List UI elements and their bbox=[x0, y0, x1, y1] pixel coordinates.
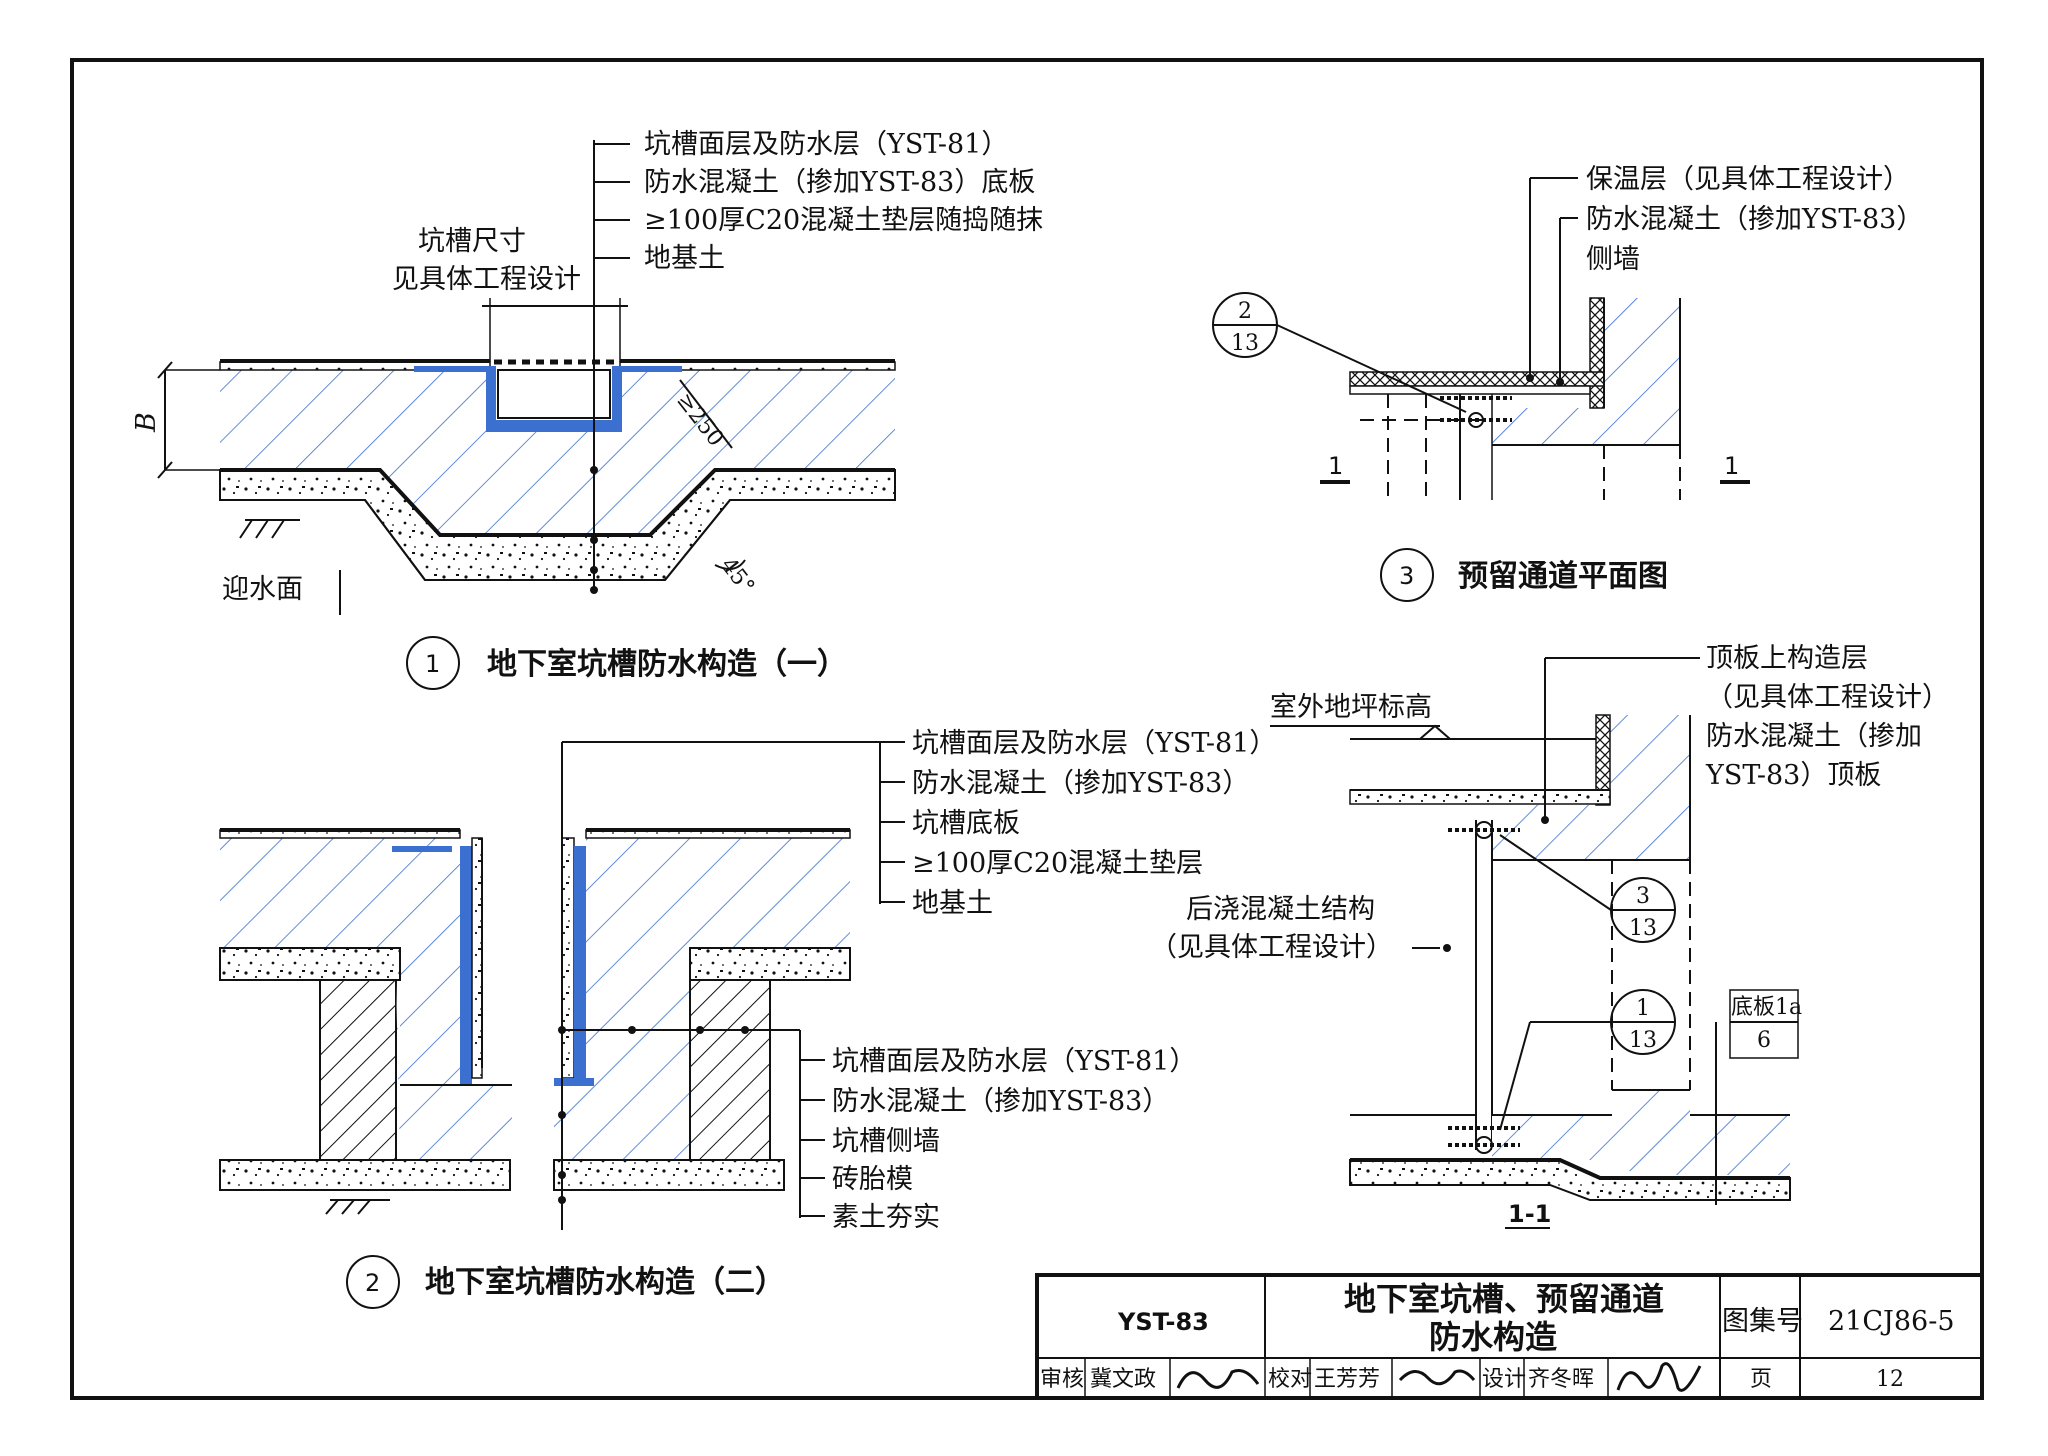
d3-title: 预留通道平面图 bbox=[1458, 559, 1668, 594]
d2-bottom-label-3: 砖胎模 bbox=[832, 1164, 913, 1195]
section-1-1-drawing bbox=[1270, 657, 1799, 1229]
s11-label-0: 顶板上构造层 bbox=[1706, 643, 1868, 674]
d3-number: 3 bbox=[1399, 562, 1414, 590]
d3-section-mark-left: 1 bbox=[1328, 452, 1343, 480]
tb-page-no: 12 bbox=[1876, 1367, 1904, 1392]
d2-bottom-label-4: 素土夯实 bbox=[832, 1202, 940, 1233]
s11-ref-a-top: 3 bbox=[1636, 884, 1650, 909]
s11-label-2: 防水混凝土（掺加 bbox=[1706, 721, 1922, 752]
reviewer-signature bbox=[1176, 1369, 1260, 1389]
d2-top-label-0: 坑槽面层及防水层（YST-81） bbox=[912, 728, 1276, 759]
tb-design-label: 设计 bbox=[1482, 1367, 1526, 1392]
tb-page-label: 页 bbox=[1750, 1367, 1772, 1392]
d1-title: 地下室坑槽防水构造（一） bbox=[487, 647, 847, 682]
tb-atlas-no: 21CJ86-5 bbox=[1828, 1306, 1955, 1337]
d2-title: 地下室坑槽防水构造（二） bbox=[425, 1265, 785, 1300]
tb-check-label: 校对 bbox=[1268, 1367, 1312, 1392]
s11-ref-b-bottom: 13 bbox=[1629, 1028, 1657, 1053]
d1-water-face: 迎水面 bbox=[222, 574, 303, 605]
s11-ref-c-bottom: 6 bbox=[1757, 1028, 1771, 1053]
tb-reviewer: 冀文政 bbox=[1090, 1367, 1156, 1392]
d1-label-2: ≥100厚C20混凝土垫层随捣随抹 bbox=[644, 205, 1043, 236]
s11-ref-a-bottom: 13 bbox=[1629, 916, 1657, 941]
s11-grade-label: 室外地坪标高 bbox=[1270, 692, 1432, 723]
d2-top-label-3: ≥100厚C20混凝土垫层 bbox=[912, 848, 1203, 879]
d2-bottom-label-2: 坑槽侧墙 bbox=[832, 1126, 940, 1157]
d1-dim-b: B bbox=[131, 412, 162, 433]
d1-dim-45: 45° bbox=[715, 553, 759, 599]
s11-label-1: （见具体工程设计） bbox=[1706, 682, 1949, 713]
d3-label-2: 侧墙 bbox=[1586, 244, 1640, 275]
d1-size-note-1: 坑槽尺寸 bbox=[418, 226, 526, 257]
s11-ref-b-top: 1 bbox=[1636, 996, 1650, 1021]
d2-top-label-2: 坑槽底板 bbox=[912, 808, 1020, 839]
detail-2-drawing bbox=[219, 741, 905, 1309]
title-block bbox=[1035, 1273, 1984, 1400]
detail-3-number-circle bbox=[1380, 548, 1434, 602]
tb-drawing-title-2: 防水构造 bbox=[1429, 1318, 1557, 1356]
d1-size-note-2: 见具体工程设计 bbox=[392, 264, 581, 295]
d2-number: 2 bbox=[365, 1269, 380, 1297]
d1-number: 1 bbox=[425, 650, 440, 678]
d3-section-mark-right: 1 bbox=[1724, 452, 1739, 480]
d3-label-0: 保温层（见具体工程设计） bbox=[1586, 164, 1910, 195]
s11-post-cast-2: （见具体工程设计） bbox=[1150, 932, 1393, 963]
detail-1-drawing bbox=[157, 140, 896, 690]
s11-label-3: YST-83）顶板 bbox=[1705, 760, 1881, 791]
designer-signature bbox=[1616, 1362, 1702, 1392]
detail-3-drawing bbox=[1212, 177, 1750, 602]
tb-review-label: 审核 bbox=[1040, 1367, 1084, 1392]
detail-1-number-circle bbox=[406, 636, 460, 690]
d2-top-label-4: 地基土 bbox=[912, 888, 993, 919]
d1-label-1: 防水混凝土（掺加YST-83）底板 bbox=[644, 167, 1035, 198]
s11-title: 1-1 bbox=[1508, 1200, 1551, 1228]
sheet-border bbox=[70, 58, 1984, 1400]
d2-bottom-label-0: 坑槽面层及防水层（YST-81） bbox=[832, 1046, 1196, 1077]
d3-ref-top: 2 bbox=[1238, 299, 1252, 324]
detail-2-number-circle bbox=[346, 1255, 400, 1309]
d2-bottom-label-1: 防水混凝土（掺加YST-83） bbox=[832, 1086, 1169, 1117]
tb-designer: 齐冬晖 bbox=[1528, 1367, 1594, 1392]
checker-signature bbox=[1398, 1369, 1476, 1386]
s11-post-cast-1: 后浇混凝土结构 bbox=[1186, 894, 1375, 925]
d3-label-1: 防水混凝土（掺加YST-83） bbox=[1586, 204, 1923, 235]
d1-label-3: 地基土 bbox=[644, 243, 725, 274]
d1-label-0: 坑槽面层及防水层（YST-81） bbox=[644, 129, 1008, 160]
d2-top-label-1: 防水混凝土（掺加YST-83） bbox=[912, 768, 1249, 799]
tb-checker: 王芳芳 bbox=[1314, 1367, 1380, 1392]
s11-ref-c-top: 底板1a bbox=[1731, 995, 1802, 1020]
tb-drawing-title-1: 地下室坑槽、预留通道 bbox=[1344, 1280, 1664, 1318]
tb-product: YST-83 bbox=[1117, 1308, 1209, 1336]
tb-atlas-label: 图集号 bbox=[1722, 1306, 1803, 1337]
d3-ref-bottom: 13 bbox=[1231, 331, 1259, 356]
